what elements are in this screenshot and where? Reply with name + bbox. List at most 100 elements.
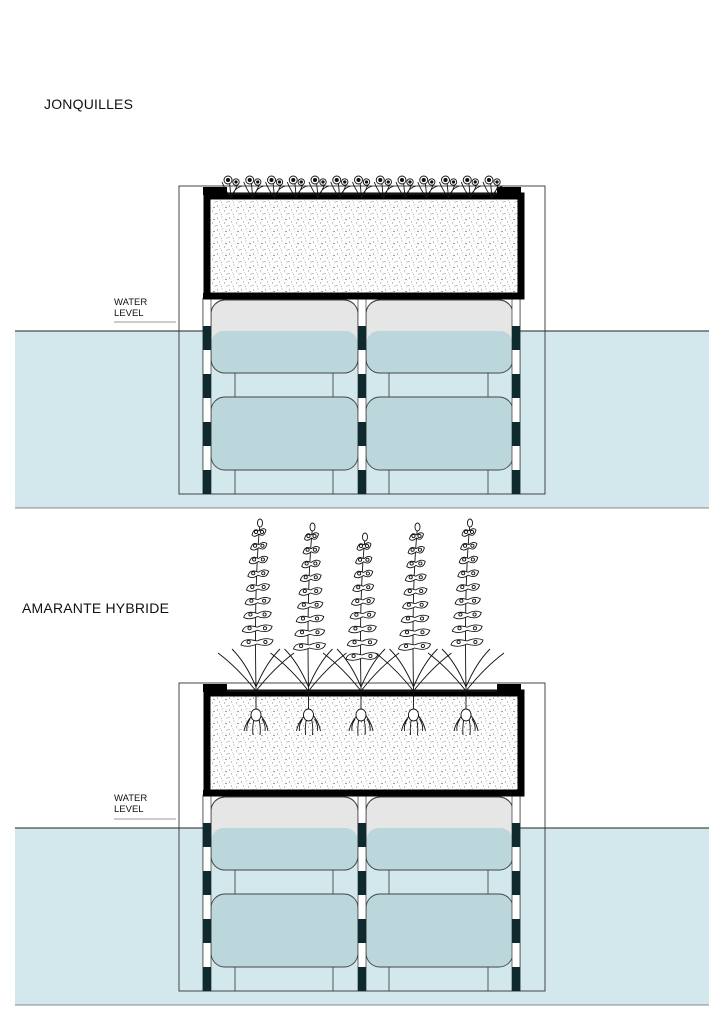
- daffodil-trumpet: [234, 180, 238, 184]
- post-dark-segment: [512, 919, 520, 943]
- amaranth-floret: [403, 587, 428, 596]
- daffodil-leaves: [243, 177, 264, 199]
- post-dark-segment: [203, 823, 211, 847]
- amaranth-bud: [419, 588, 424, 594]
- daffodil-icon: [417, 175, 438, 199]
- post-dark-segment: [512, 967, 520, 991]
- daffodil-icon: [286, 175, 308, 199]
- daffodil-trumpet: [465, 177, 470, 183]
- amaranth-bud: [456, 639, 461, 645]
- amaranth-bud: [305, 547, 310, 552]
- water-label-line1: WATER: [114, 297, 148, 308]
- amaranth-bud: [252, 557, 257, 562]
- daffodil-icon: [439, 175, 460, 199]
- amaranth-bud: [261, 584, 266, 590]
- amaranth-floret: [245, 583, 271, 592]
- amaranth-bud: [457, 626, 462, 631]
- post-dark-segment: [358, 470, 366, 494]
- amaranth-roots: [243, 710, 269, 736]
- amaranth-leaf: [441, 648, 467, 688]
- amaranth-floret: [450, 638, 484, 647]
- amaranth-bud: [248, 612, 253, 617]
- amaranth-icon: [217, 518, 295, 736]
- post-dark-segment: [203, 967, 211, 991]
- amaranth-bud: [251, 571, 256, 576]
- planter-lip-left: [203, 684, 227, 692]
- amaranth-bud: [261, 571, 266, 576]
- amaranth-icon: [322, 532, 400, 736]
- amaranth-bud: [367, 626, 372, 631]
- amaranth-bud: [352, 640, 357, 645]
- float-lower: [365, 893, 514, 968]
- amaranth-bud: [364, 543, 370, 549]
- amaranth-floret: [241, 624, 273, 633]
- amaranth-bud: [469, 529, 475, 535]
- amaranth-leaf: [360, 648, 386, 688]
- amaranth-floret: [404, 573, 427, 582]
- amaranth-floret: [353, 569, 374, 579]
- amaranth-bud: [406, 602, 411, 607]
- post-dark-segment: [358, 871, 366, 895]
- post-dark-segment: [512, 823, 520, 847]
- amaranth-bud: [260, 543, 265, 548]
- amaranth-bud: [409, 561, 414, 566]
- amaranth-leaf: [389, 648, 414, 688]
- diagram-title-amarante-hybride: AMARANTE HYBRIDE: [22, 600, 170, 616]
- amaranth-root-ball: [250, 708, 262, 722]
- water-label-line1: WATER: [114, 793, 148, 804]
- daffodil-leaves: [265, 177, 286, 199]
- amaranth-bud: [418, 561, 423, 566]
- amaranth-bud: [463, 543, 468, 548]
- amaranth-bud: [365, 557, 370, 562]
- daffodil-row: [221, 175, 504, 199]
- amaranth-roots: [453, 710, 479, 736]
- daffodil-trumpet: [256, 180, 260, 184]
- water-level-label: WATER LEVEL: [114, 297, 147, 319]
- daffodil-trumpet: [299, 180, 303, 184]
- jonquilles-diagram: [15, 175, 709, 509]
- amaranth-bud: [263, 639, 268, 645]
- daffodil-leaves: [308, 177, 330, 199]
- amaranth-bud: [253, 543, 258, 548]
- daffodil-trumpet: [451, 180, 456, 184]
- daffodil-trumpet: [312, 177, 318, 183]
- post-dark-segment: [203, 422, 211, 446]
- amaranth-bud: [312, 533, 317, 539]
- daffodil-leaves: [286, 177, 308, 199]
- post-dark-segment: [512, 470, 520, 494]
- daffodil-leaves: [439, 177, 460, 199]
- post-dark-segment: [358, 374, 366, 398]
- amaranth-floret: [455, 583, 481, 592]
- daffodil-leaves: [395, 177, 417, 199]
- float-upper-submerged: [211, 331, 358, 373]
- daffodil-trumpet: [399, 177, 405, 183]
- float-barrels: [210, 299, 514, 471]
- planter-lip-left: [203, 187, 227, 195]
- amaranth-tip: [414, 522, 421, 532]
- amaranth-icon: [427, 518, 505, 736]
- amaranth-bud: [299, 643, 304, 649]
- amaranth-bud: [314, 602, 319, 607]
- amaranth-floret: [348, 624, 377, 634]
- amaranth-leaf: [284, 648, 309, 688]
- planter-lip-right: [497, 684, 521, 692]
- amaranth-bud: [420, 630, 425, 635]
- float-lower: [210, 893, 359, 968]
- amaranth-bud: [367, 640, 373, 645]
- post-dark-segment: [203, 470, 211, 494]
- amaranth-leaf: [336, 648, 362, 688]
- amaranth-bud: [471, 584, 476, 590]
- amaranth-bud: [411, 533, 416, 539]
- amaranth-floret: [458, 555, 479, 565]
- amaranth-bud: [315, 643, 320, 649]
- support-posts: [202, 297, 521, 495]
- daffodil-leaves: [330, 177, 351, 199]
- daffodil-icon: [373, 175, 395, 199]
- amaranth-floret: [350, 597, 376, 606]
- daffodil-trumpet: [430, 180, 434, 184]
- daffodil-leaves: [373, 177, 395, 199]
- amaranth-floret: [451, 624, 483, 633]
- amaranth-floret: [355, 556, 373, 565]
- post-dark-segment: [203, 326, 211, 350]
